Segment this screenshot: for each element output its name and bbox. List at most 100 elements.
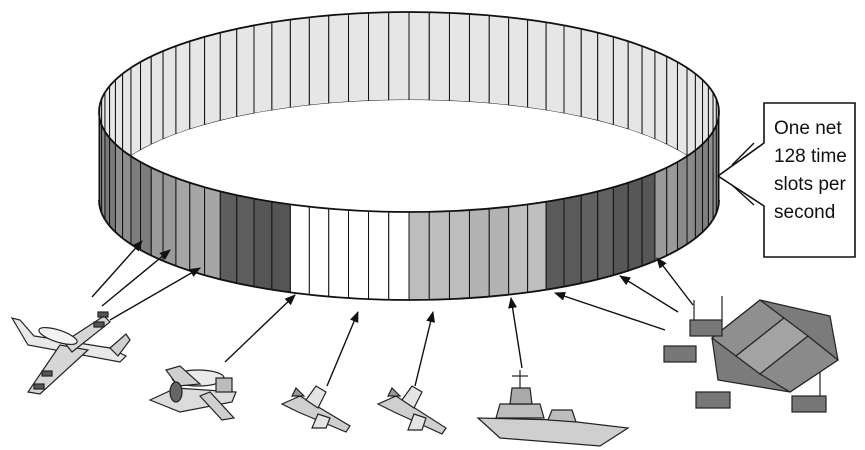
arrow-hawkeye	[225, 295, 295, 362]
time-slot	[329, 209, 349, 298]
inner-wall-slot	[123, 68, 131, 162]
inner-wall-slot	[141, 56, 152, 150]
time-slot	[220, 191, 236, 283]
time-slot	[237, 195, 254, 286]
inner-wall-slot	[349, 13, 369, 102]
time-slot	[564, 195, 581, 286]
inner-wall-slot	[449, 13, 469, 102]
inner-wall-slot	[528, 20, 546, 111]
time-slot	[708, 132, 713, 226]
time-slot	[110, 138, 116, 232]
time-slot	[687, 150, 695, 244]
awacs-aircraft-icon	[12, 312, 130, 394]
arrow-warship	[511, 298, 522, 368]
inner-wall-slot	[237, 25, 254, 116]
time-slot	[105, 132, 110, 226]
inner-wall-slot	[613, 37, 628, 129]
time-slot	[369, 211, 389, 300]
warship-icon	[478, 370, 628, 446]
inner-wall-slot	[642, 46, 655, 139]
inner-wall-slot	[190, 37, 205, 129]
time-slot	[469, 209, 489, 298]
callout-line-3: slots per	[774, 174, 846, 195]
inner-wall-slot	[151, 51, 163, 144]
inner-wall-slot	[389, 12, 409, 100]
time-slot	[151, 168, 163, 261]
time-slot	[677, 156, 687, 250]
inner-wall-slot	[687, 68, 695, 162]
inner-wall-slot	[509, 17, 528, 107]
time-slot	[205, 187, 221, 279]
time-slot	[123, 150, 131, 244]
time-slot	[655, 168, 667, 261]
inner-wall-slot	[290, 17, 309, 107]
inner-wall-slot	[131, 62, 141, 156]
time-slot	[131, 156, 141, 250]
arrow-fighter-2	[415, 312, 433, 386]
inner-wall-slot	[598, 33, 614, 125]
fighter-jet-icon	[282, 386, 350, 432]
time-slot	[389, 212, 409, 300]
inner-wall-slot	[546, 22, 564, 113]
inner-wall-slot	[205, 33, 221, 125]
inner-wall-slot	[409, 12, 429, 100]
time-slot	[667, 162, 678, 256]
inner-wall-slot	[176, 41, 190, 134]
ground-station-icon	[664, 296, 838, 412]
time-slot	[309, 207, 328, 297]
time-slot	[628, 178, 642, 271]
time-slot	[176, 178, 190, 271]
inner-wall-slot	[581, 29, 597, 121]
time-slot	[509, 204, 528, 294]
inner-wall-slot	[628, 41, 642, 134]
time-slot	[489, 207, 508, 297]
time-slot	[703, 138, 709, 232]
callout-line-2: 128 time	[774, 146, 847, 167]
time-slot	[528, 202, 546, 293]
inner-wall-slot	[677, 62, 687, 156]
arrow-awacs-3	[110, 268, 200, 320]
time-slot	[254, 199, 272, 290]
time-slot	[642, 173, 655, 266]
net-callout: One net 128 time slots per second	[718, 103, 855, 257]
inner-wall-slot	[429, 12, 449, 101]
arrow-fighter-1	[327, 312, 358, 386]
tdma-net-ring	[99, 12, 719, 300]
time-slot	[581, 191, 597, 283]
inner-wall-slot	[254, 22, 272, 113]
fighter-jet-icon	[378, 386, 446, 434]
inner-wall-slot	[564, 25, 581, 116]
time-slot	[429, 211, 449, 300]
arrow-awacs-1	[92, 241, 142, 297]
time-slot	[349, 210, 369, 299]
callout-line-4: second	[774, 202, 835, 223]
callout-line-1: One net	[774, 118, 842, 139]
arrow-ground-1	[555, 293, 665, 330]
time-slot	[598, 187, 614, 279]
inner-wall-slot	[163, 46, 176, 139]
time-slot	[718, 112, 719, 207]
arrow-awacs-2	[102, 250, 170, 306]
time-slot	[613, 183, 628, 275]
time-slot	[449, 210, 469, 299]
inner-wall-slot	[655, 51, 667, 144]
inner-wall-slot	[329, 14, 349, 103]
e2-hawkeye-aircraft-icon	[150, 366, 236, 420]
time-slot	[546, 199, 564, 290]
time-slot	[695, 144, 702, 238]
inner-wall-slot	[667, 56, 678, 150]
inner-wall-slot	[220, 29, 236, 121]
time-slot	[115, 144, 122, 238]
arrow-ground-2	[620, 276, 678, 312]
inner-wall-slot	[369, 12, 389, 101]
time-slot	[163, 173, 176, 266]
inner-wall-slot	[309, 15, 328, 105]
time-slot	[190, 183, 205, 275]
arrow-ground-3	[657, 258, 693, 305]
inner-wall-slot	[489, 15, 508, 105]
inner-wall-slot	[272, 20, 290, 111]
time-slot	[272, 202, 290, 293]
inner-wall-slot	[469, 14, 489, 103]
time-slot	[290, 204, 309, 294]
